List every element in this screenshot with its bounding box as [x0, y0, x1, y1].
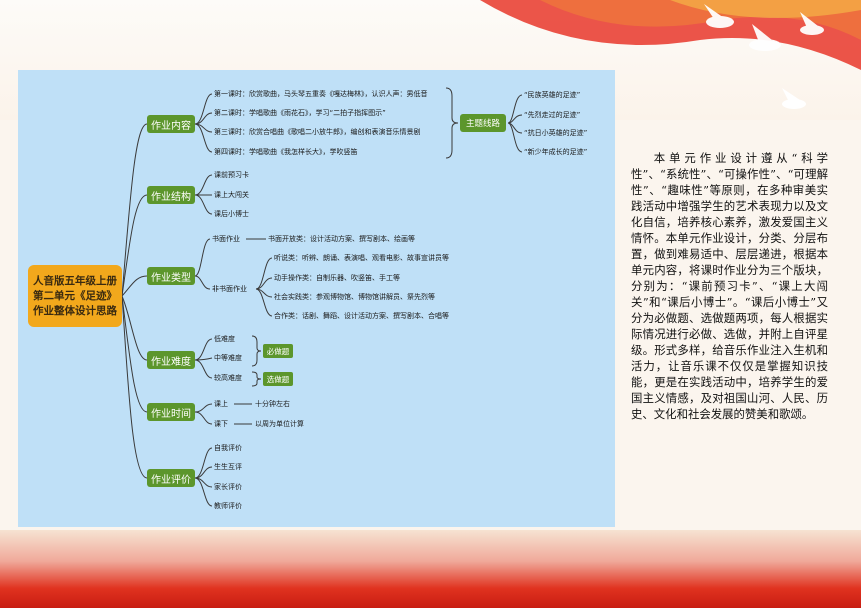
- type-nonwritten-item-3: 社会实践类：参观博物馆、博物馆讲解员、祭先烈等: [274, 293, 435, 301]
- theme-item-1: “民族英雄的足迹”: [524, 91, 581, 99]
- background-bottom-banner: [0, 530, 861, 608]
- evaluation-item-2: 生生互评: [214, 463, 242, 471]
- content-item-2: 第二课时：学唱歌曲《雨花石》，学习“二拍子指挥图示”: [214, 109, 386, 117]
- evaluation-item-4: 教师评价: [214, 502, 242, 510]
- description-paragraph: 本单元作业设计遵从“科学性”、“系统性”、“可操作性”、“可理解性”、“趣味性”…: [631, 151, 828, 421]
- evaluation-item-3: 家长评价: [214, 483, 242, 491]
- type-nonwritten-label: 非书面作业: [212, 285, 247, 293]
- theme-item-2: “先烈走过的足迹”: [524, 111, 581, 119]
- type-nonwritten-item-1: 听说类：听辨、朗诵、表演唱、观看电影、故事宣讲员等: [274, 254, 449, 262]
- difficulty-item-3: 较高难度: [214, 374, 242, 382]
- type-written-detail: 书面开放类：设计活动方案、撰写剧本、绘画等: [268, 235, 415, 243]
- root-line-3: 作业整体设计思路: [33, 304, 117, 317]
- type-nonwritten-item-4: 合作类：话剧、舞蹈、设计活动方案、撰写剧本、合唱等: [274, 312, 449, 320]
- theme-item-3: “抗日小英雄的足迹”: [524, 129, 588, 137]
- dove-icon-small: [782, 88, 806, 109]
- content-item-1: 第一课时：欣赏歌曲，马头琴五重奏《嘎达梅林》，认识人声：男低音: [214, 90, 428, 98]
- root-line-2: 第二单元《足迹》: [33, 289, 117, 302]
- branch-node-content: 作业内容: [147, 115, 195, 133]
- difficulty-item-2: 中等难度: [214, 354, 242, 362]
- structure-item-3: 课后小博士: [214, 210, 249, 218]
- dove-icon: [704, 4, 824, 51]
- branch-node-type: 作业类型: [147, 267, 195, 285]
- theme-item-4: “新少年成长的足迹”: [524, 148, 588, 156]
- root-node: 人音版五年级上册 第二单元《足迹》 作业整体设计思路: [28, 265, 122, 327]
- time-detail-2: 以周为单位计算: [255, 420, 304, 428]
- type-nonwritten-item-2: 动手操作类：自制乐器、吹竖笛、手工等: [274, 274, 400, 282]
- time-item-1: 课上: [214, 400, 228, 408]
- time-item-2: 课下: [214, 420, 228, 428]
- structure-item-1: 课前预习卡: [214, 171, 249, 179]
- optional-tag: 选做题: [263, 372, 293, 386]
- branch-node-structure: 作业结构: [147, 186, 195, 204]
- root-line-1: 人音版五年级上册: [33, 274, 117, 287]
- content-item-3: 第三课时：欣赏合唱曲《歌唱二小放牛郎》，编创和表演音乐情景剧: [214, 128, 421, 136]
- branch-node-evaluation: 作业评价: [147, 469, 195, 487]
- structure-item-2: 课上大闯关: [214, 191, 249, 199]
- decorative-banner: [480, 0, 861, 70]
- branch-node-time: 作业时间: [147, 403, 195, 421]
- evaluation-item-1: 自我评价: [214, 444, 242, 452]
- content-item-4: 第四课时：学唱歌曲《我怎样长大》，学吹竖笛: [214, 148, 358, 156]
- time-detail-1: 十分钟左右: [255, 400, 290, 408]
- theme-node: 主题线路: [460, 114, 506, 132]
- required-tag: 必做题: [263, 344, 293, 358]
- type-written-label: 书面作业: [212, 235, 240, 243]
- difficulty-item-1: 低难度: [214, 335, 235, 343]
- branch-node-difficulty: 作业难度: [147, 351, 195, 369]
